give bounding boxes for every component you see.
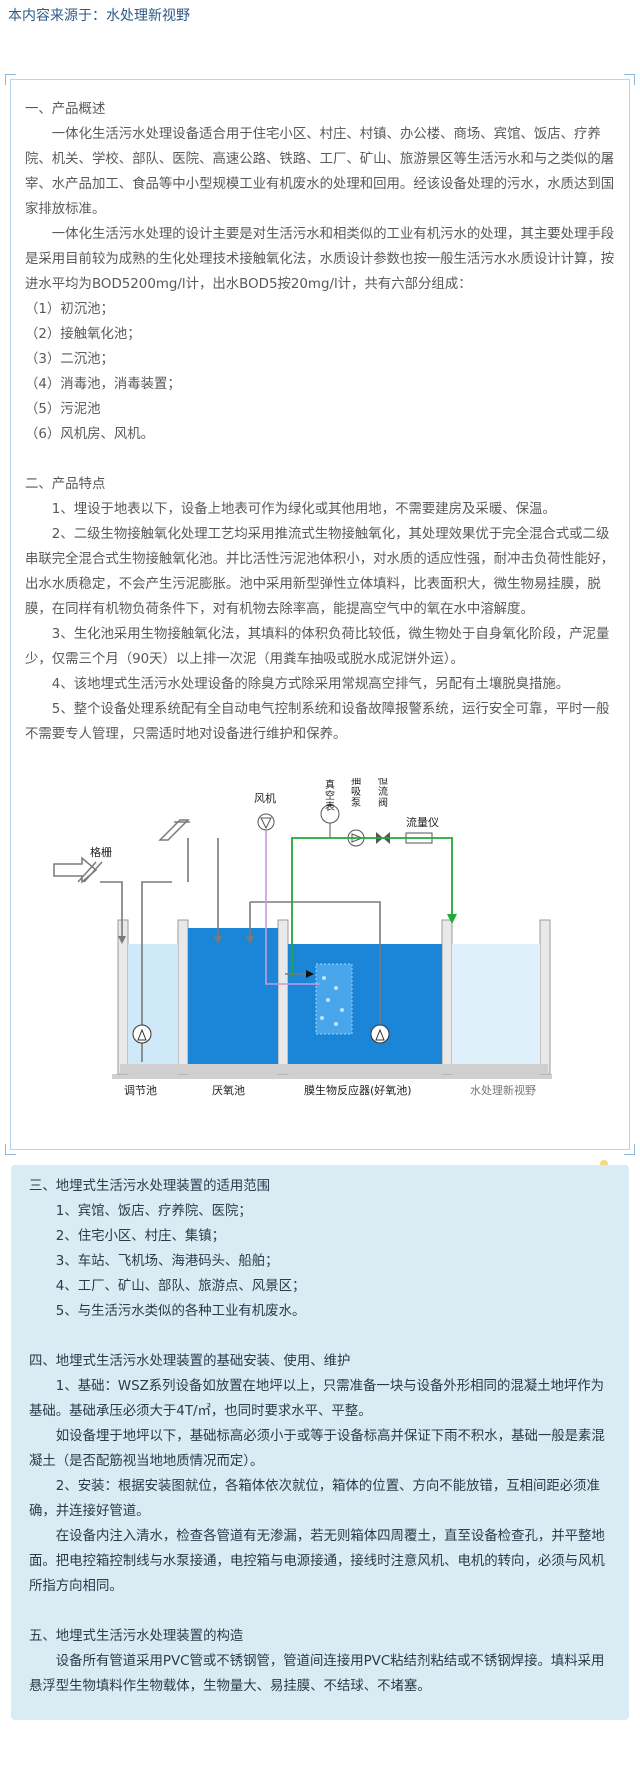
- component-item: （4）消毒池，消毒装置；: [25, 377, 181, 392]
- section4-title: 四、地埋式生活污水处理装置的基础安装、使用、维护: [29, 1354, 351, 1369]
- corner-mark: [5, 1144, 16, 1155]
- label-regulating: 调节池: [124, 1084, 157, 1097]
- spacer: [29, 1599, 617, 1624]
- feature-paragraph: 3、生化池采用生物接触氧化法，其填料的体积负荷比较低，微生物处于自身氧化阶段，产…: [25, 627, 610, 667]
- label-vacuum-1: 真: [325, 778, 335, 791]
- scope-item: 2、住宅小区、村庄、集镇；: [55, 1229, 226, 1244]
- secondary-text: 三、地埋式生活污水处理装置的适用范围 1、宾馆、饭店、疗养院、医院； 2、住宅小…: [29, 1174, 617, 1699]
- section1-paragraph: 一体化生活污水处理设备适合用于住宅小区、村庄、村镇、办公楼、商场、宾馆、饭店、疗…: [25, 127, 615, 217]
- corner-mark: [5, 74, 16, 85]
- component-item: （1）初沉池；: [25, 302, 114, 317]
- label-vacuum-2: 空: [325, 789, 335, 802]
- air-pipe: [265, 830, 320, 985]
- source-line: 本内容来源于：水处理新视野: [8, 8, 190, 24]
- grey-pipes: [100, 838, 381, 1062]
- label-valve-3: 阀: [378, 796, 388, 809]
- section1-title: 一、产品概述: [25, 102, 106, 117]
- content-box-secondary: 三、地埋式生活污水处理装置的适用范围 1、宾馆、饭店、疗养院、医院； 2、住宅小…: [11, 1165, 629, 1720]
- label-vertical-group: 真 空 表 抽 吸 泵 恒 流 阀: [325, 778, 388, 813]
- flow-arrow: [246, 936, 254, 944]
- scope-item: 3、车站、飞机场、海港码头、船舶；: [55, 1254, 279, 1269]
- spacer: [29, 1324, 617, 1349]
- process-diagram: 格栅 风机 调节池 厌氧池 膜生物反应器(好氧池) 流量仪 真 空 表 抽 吸 …: [53, 778, 552, 1097]
- decorative-dot: [600, 1160, 608, 1168]
- label-pump-1: 抽: [351, 778, 361, 787]
- feature-paragraph: 1、埋设于地表以下，设备上地表可作为绿化或其他用地，不需要建房及采暖、保温。: [51, 502, 556, 517]
- label-valve-2: 流: [378, 785, 388, 798]
- aeration-bubbles: [320, 976, 344, 1026]
- section3-title: 三、地埋式生活污水处理装置的适用范围: [29, 1179, 271, 1194]
- ground-base: [112, 1074, 552, 1079]
- spacer: [25, 447, 618, 472]
- water-regulating: [128, 944, 178, 1064]
- flow-arrow: [306, 970, 314, 978]
- grille-icon: [158, 819, 190, 841]
- feature-paragraph: 2、二级生物接触氧化处理工艺均采用推流式生物接触氧化，其处理效果优于完全混合式或…: [25, 527, 615, 617]
- water-anoxic: [188, 928, 278, 1064]
- flow-arrow: [214, 936, 222, 944]
- label-anoxic: 厌氧池: [212, 1083, 245, 1097]
- watermark: 水处理新视野: [470, 1083, 536, 1097]
- label-fan: 风机: [254, 791, 276, 805]
- content-box-main: 一、产品概述 一体化生活污水处理设备适合用于住宅小区、村庄、村镇、办公楼、商场、…: [5, 74, 635, 1155]
- pump-icon: [375, 1028, 385, 1041]
- feature-paragraph: 5、整个设备处理系统配有全自动电气控制系统和设备故障报警系统，运行安全可靠，平时…: [25, 702, 610, 742]
- pump-icon: [137, 1028, 147, 1041]
- section5-title: 五、地埋式生活污水处理装置的构造: [29, 1629, 244, 1644]
- scope-item: 5、与生活污水类似的各种工业有机废水。: [55, 1304, 306, 1319]
- flow-arrow: [447, 914, 457, 924]
- section2-title: 二、产品特点: [25, 477, 106, 492]
- label-pump-3: 泵: [351, 797, 361, 809]
- grille-icon: [53, 856, 103, 884]
- label-membrane: 膜生物反应器(好氧池): [304, 1083, 412, 1097]
- install-paragraph: 在设备内注入清水，检查各管道有无渗漏，若无则箱体四周覆土，直至设备检查孔，并平整…: [29, 1529, 605, 1594]
- scope-item: 1、宾馆、饭店、疗养院、医院；: [55, 1204, 252, 1219]
- fan-icon: [260, 817, 272, 830]
- feature-paragraph: 4、该地埋式生活污水处理设备的除臭方式除采用常规高空排气，另配有土壤脱臭措施。: [51, 677, 570, 692]
- main-text: 一、产品概述 一体化生活污水处理设备适合用于住宅小区、村庄、村镇、办公楼、商场、…: [25, 97, 618, 747]
- label-vacuum-3: 表: [325, 800, 335, 813]
- scope-item: 4、工厂、矿山、部队、旅游点、风景区；: [55, 1279, 306, 1294]
- install-paragraph: 如设备埋于地坪以下，基础标高必须小于或等于设备标高并保证下雨不积水，基础一般是素…: [29, 1429, 605, 1469]
- install-paragraph: 1、基础：WSZ系列设备如放置在地坪以上，只需准备一块与设备外形相同的混凝土地坪…: [29, 1379, 605, 1419]
- pump-icon: [132, 1024, 152, 1044]
- component-item: （5）污泥池: [25, 402, 101, 417]
- flow-arrow: [118, 936, 126, 944]
- label-pump-2: 吸: [351, 787, 361, 798]
- corner-mark: [624, 1144, 635, 1155]
- component-item: （6）风机房、风机。: [25, 427, 155, 442]
- tank-floor: [120, 1064, 548, 1074]
- structure-paragraph: 设备所有管道采用PVC管或不锈钢管，管道间连接用PVC粘结剂粘结或不锈钢焊接。填…: [29, 1654, 605, 1694]
- label-valve-1: 恒: [378, 778, 388, 787]
- install-paragraph: 2、安装：根据安装图就位，各箱体依次就位，箱体的位置、方向不能放错，互相间距必须…: [29, 1479, 600, 1519]
- membrane-module: [315, 963, 353, 1035]
- label-grille: 格栅: [90, 845, 112, 859]
- water-membrane: [288, 944, 442, 1064]
- section1-paragraph: 一体化生活污水处理的设计主要是对生活污水和相类似的工业有机污水的处理，其主要处理…: [25, 227, 615, 292]
- label-flowmeter: 流量仪: [406, 815, 439, 829]
- corner-mark: [624, 74, 635, 85]
- water-clear: [452, 944, 540, 1064]
- component-item: （2）接触氧化池；: [25, 327, 141, 342]
- component-item: （3）二沉池；: [25, 352, 114, 367]
- green-pipe: [291, 837, 453, 978]
- pump-icon: [370, 1024, 390, 1044]
